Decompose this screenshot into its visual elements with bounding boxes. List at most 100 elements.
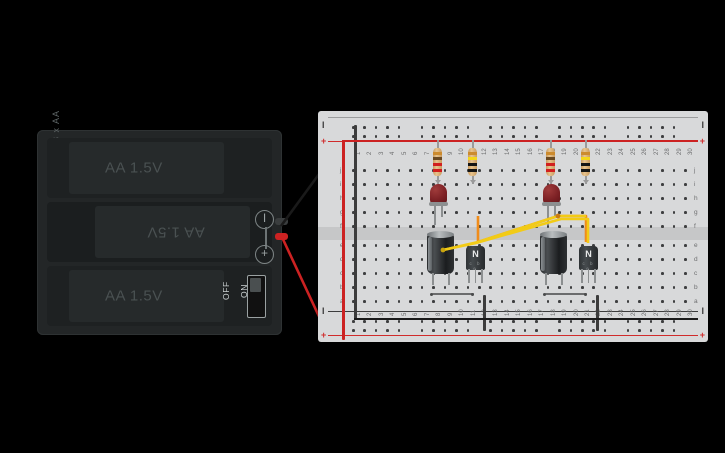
hole-e24[interactable] <box>615 244 618 247</box>
hole-j15[interactable] <box>512 169 515 172</box>
hole-d30[interactable] <box>684 258 687 261</box>
hole-c2[interactable] <box>363 272 367 275</box>
hole-g21[interactable] <box>581 211 584 214</box>
hole-i27[interactable] <box>649 183 653 186</box>
hole-d5[interactable] <box>397 258 401 261</box>
hole-d23[interactable] <box>603 258 607 261</box>
rail-hole-bottom-plus-20[interactable] <box>569 329 573 332</box>
hole-d13[interactable] <box>489 258 492 261</box>
hole-i28[interactable] <box>661 183 664 186</box>
hole-a1[interactable] <box>352 300 355 303</box>
rail-hole-top-plus-28[interactable] <box>661 135 664 138</box>
hole-d2[interactable] <box>363 258 367 261</box>
hole-h4[interactable] <box>386 197 389 200</box>
rail-hole-bottom-plus-11[interactable] <box>466 329 470 332</box>
hole-g4[interactable] <box>386 211 389 214</box>
hole-d25[interactable] <box>626 258 630 261</box>
hole-g11[interactable] <box>466 211 470 214</box>
rail-hole-bottom-minus-3[interactable] <box>374 320 378 323</box>
hole-j4[interactable] <box>386 169 389 172</box>
hole-f6[interactable] <box>409 225 412 228</box>
hole-f25[interactable] <box>626 225 630 228</box>
hole-f16[interactable] <box>523 225 527 228</box>
hole-d4[interactable] <box>386 258 389 261</box>
hole-j23[interactable] <box>603 169 607 172</box>
hole-e22[interactable] <box>592 244 596 247</box>
hole-d17[interactable] <box>535 258 538 261</box>
hole-c13[interactable] <box>489 272 492 275</box>
hole-b13[interactable] <box>489 286 492 289</box>
hole-g24[interactable] <box>615 211 618 214</box>
hole-h17[interactable] <box>535 197 538 200</box>
rail-hole-bottom-plus-8[interactable] <box>432 329 435 332</box>
hole-i24[interactable] <box>615 183 618 186</box>
hole-f10[interactable] <box>455 225 458 228</box>
rail-hole-top-minus-10[interactable] <box>455 126 458 129</box>
rail-hole-bottom-plus-22[interactable] <box>592 329 596 332</box>
hole-e2[interactable] <box>363 244 367 247</box>
hole-a23[interactable] <box>603 300 607 303</box>
rail-hole-bottom-minus-25[interactable] <box>626 320 630 323</box>
grey-jumper-left[interactable] <box>432 293 474 296</box>
hole-a18[interactable] <box>546 300 550 303</box>
rail-hole-top-minus-26[interactable] <box>638 126 641 129</box>
hole-d1[interactable] <box>352 258 355 261</box>
hole-f2[interactable] <box>363 225 367 228</box>
hole-i29[interactable] <box>672 183 676 186</box>
hole-f7[interactable] <box>420 225 424 228</box>
hole-j3[interactable] <box>374 169 378 172</box>
hole-g3[interactable] <box>374 211 378 214</box>
rail-hole-bottom-plus-29[interactable] <box>672 329 676 332</box>
hole-f20[interactable] <box>569 225 573 228</box>
hole-h14[interactable] <box>500 197 504 200</box>
hole-b22[interactable] <box>592 286 596 289</box>
hole-b15[interactable] <box>512 286 515 289</box>
rail-hole-bottom-plus-5[interactable] <box>397 329 401 332</box>
hole-j24[interactable] <box>615 169 618 172</box>
hole-j14[interactable] <box>500 169 504 172</box>
hole-d3[interactable] <box>374 258 378 261</box>
hole-f26[interactable] <box>638 225 641 228</box>
rail-hole-bottom-minus-29[interactable] <box>672 320 676 323</box>
hole-g30[interactable] <box>684 211 687 214</box>
rail-hole-bottom-minus-2[interactable] <box>363 320 367 323</box>
hole-h20[interactable] <box>569 197 573 200</box>
hole-f12[interactable] <box>477 225 481 228</box>
hole-a27[interactable] <box>649 300 653 303</box>
rail-hole-top-minus-25[interactable] <box>626 126 630 129</box>
rail-hole-top-minus-3[interactable] <box>374 126 378 129</box>
rail-hole-top-minus-14[interactable] <box>500 126 504 129</box>
rail-hole-top-minus-9[interactable] <box>443 126 447 129</box>
hole-a21[interactable] <box>581 300 584 303</box>
hole-a14[interactable] <box>500 300 504 303</box>
hole-c16[interactable] <box>523 272 527 275</box>
hole-i30[interactable] <box>684 183 687 186</box>
hole-b11[interactable] <box>466 286 470 289</box>
rail-hole-bottom-plus-19[interactable] <box>558 329 561 332</box>
hole-g5[interactable] <box>397 211 401 214</box>
hole-h10[interactable] <box>455 197 458 200</box>
rail-hole-top-plus-1[interactable] <box>352 135 355 138</box>
rail-hole-top-minus-15[interactable] <box>512 126 515 129</box>
rail-hole-bottom-plus-4[interactable] <box>386 329 389 332</box>
hole-e1[interactable] <box>352 244 355 247</box>
hole-h7[interactable] <box>420 197 424 200</box>
hole-h15[interactable] <box>512 197 515 200</box>
hole-b25[interactable] <box>626 286 630 289</box>
hole-d29[interactable] <box>672 258 676 261</box>
rail-hole-bottom-minus-19[interactable] <box>558 320 561 323</box>
hole-a22[interactable] <box>592 300 596 303</box>
hole-a11[interactable] <box>466 300 470 303</box>
breadboard[interactable]: I I + + I I + + 112233445566778899101011… <box>318 111 708 342</box>
hole-i11[interactable] <box>466 183 470 186</box>
rail-hole-top-minus-16[interactable] <box>523 126 527 129</box>
rail-jumper-black-left[interactable] <box>483 295 486 331</box>
rail-hole-bottom-plus-9[interactable] <box>443 329 447 332</box>
hole-i1[interactable] <box>352 183 355 186</box>
rail-hole-top-minus-5[interactable] <box>397 126 401 129</box>
hole-f11[interactable] <box>466 225 470 228</box>
hole-g25[interactable] <box>626 211 630 214</box>
hole-a25[interactable] <box>626 300 630 303</box>
rail-hole-bottom-minus-20[interactable] <box>569 320 573 323</box>
rail-hole-bottom-minus-21[interactable] <box>581 320 584 323</box>
